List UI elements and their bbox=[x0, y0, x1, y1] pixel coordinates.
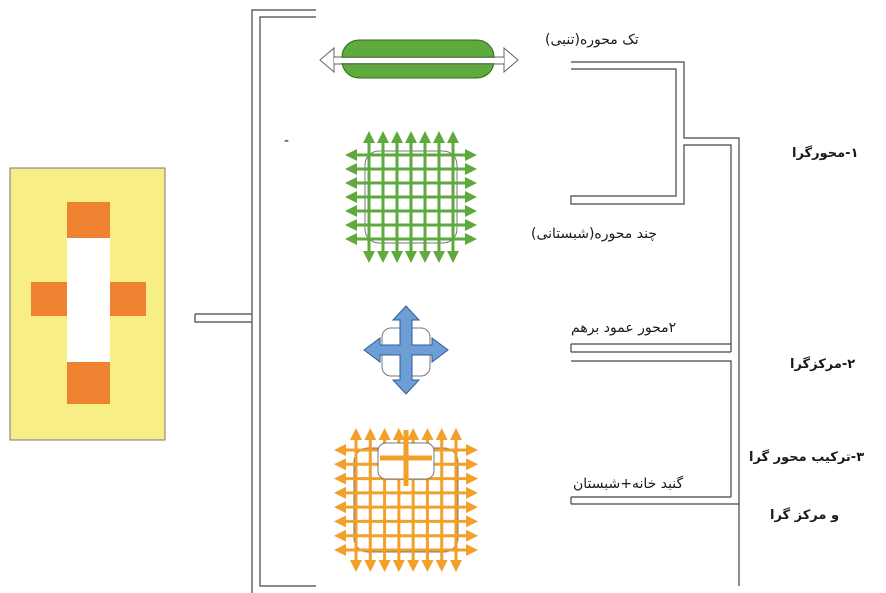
label-two-axis: ۲محور عمود برهم bbox=[571, 320, 677, 336]
main-bracket bbox=[194, 9, 316, 593]
cross-arm-top bbox=[67, 202, 110, 238]
cross-plan-panel bbox=[9, 167, 166, 441]
label-category-2: ۲-مرکزگرا bbox=[790, 357, 856, 372]
cross-arm-right bbox=[109, 282, 146, 316]
horizontal-axis-icon bbox=[319, 39, 519, 79]
label-single-axis: تک محوره(تنبی) bbox=[545, 32, 639, 48]
right-brackets bbox=[570, 61, 740, 586]
cross-center bbox=[67, 238, 110, 362]
dome-grid-icon bbox=[334, 428, 478, 572]
cross-arm-left bbox=[31, 282, 68, 316]
label-multi-axis: چند محوره(شبستانی) bbox=[531, 226, 657, 242]
grid-axis-icon bbox=[345, 131, 477, 263]
cross-axis-icon bbox=[363, 305, 449, 395]
cross-arm-bottom bbox=[67, 362, 110, 404]
label-dome-hypostyle: گنبد خانه+شبستان bbox=[573, 476, 684, 492]
label-category-3-line2: و مرکز گرا bbox=[770, 508, 840, 523]
stray-mark: - bbox=[284, 133, 290, 149]
label-category-3-line1: ۳-ترکیب محور گرا bbox=[749, 450, 865, 465]
label-category-1: ۱-محورگرا bbox=[792, 146, 859, 161]
